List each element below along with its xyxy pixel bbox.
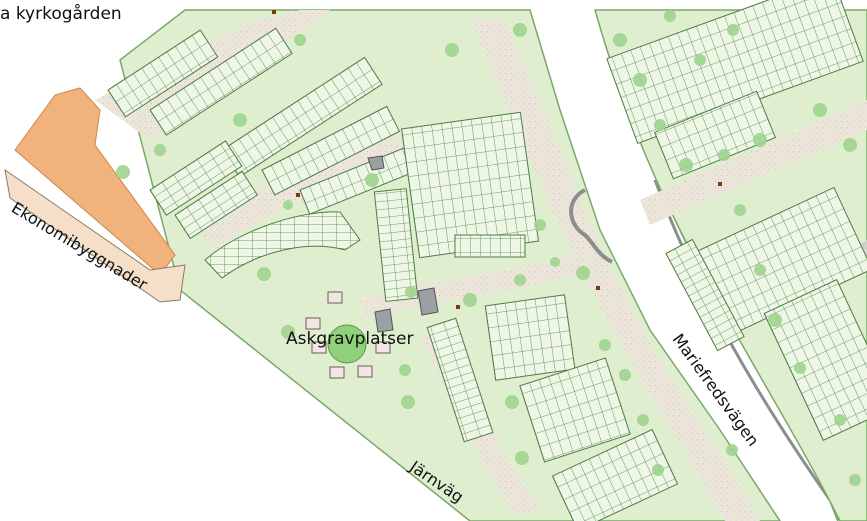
label-kyrkogarden: a kyrkogården xyxy=(0,4,122,24)
ash-grave-circle xyxy=(327,324,367,364)
ash-grave-stones xyxy=(305,291,391,379)
grave-blocks-northwest xyxy=(107,27,422,240)
grave-blocks-central xyxy=(373,111,679,521)
grave-blocks-east xyxy=(606,0,867,442)
label-askgravplatser: Askgravplatser xyxy=(286,329,414,349)
pavilion-north xyxy=(367,155,385,171)
small-markers xyxy=(272,10,722,309)
entrance-gate xyxy=(569,188,613,264)
trees xyxy=(116,10,861,486)
grave-row-arc xyxy=(204,211,361,279)
road-edge-east xyxy=(653,179,832,501)
economy-yard xyxy=(4,168,186,303)
path-east-diagonal xyxy=(640,100,867,225)
path-east-spine xyxy=(470,20,760,521)
pavilion-central xyxy=(417,287,439,316)
pavilion-south xyxy=(374,308,394,333)
